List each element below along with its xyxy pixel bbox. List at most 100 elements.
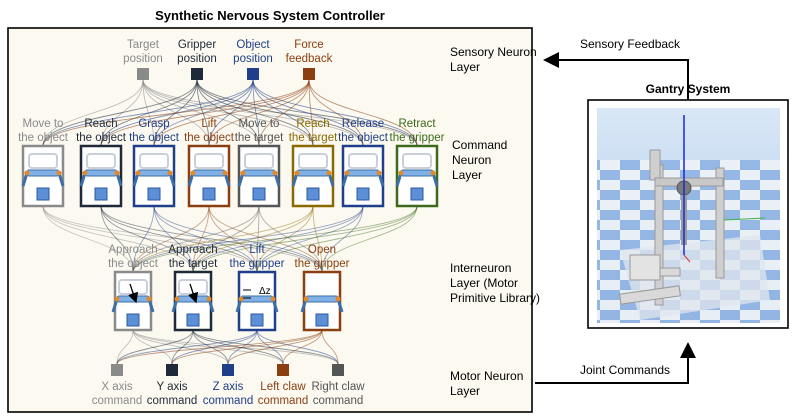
interneuron-label-2-line2: the target	[169, 258, 218, 270]
connection-45	[132, 205, 210, 273]
command-label-3-line1: Grasp	[138, 118, 169, 130]
connection-62	[192, 205, 418, 273]
connection-48	[208, 205, 323, 273]
command-neuron-8: Retract the gripper	[390, 118, 445, 208]
connection-64	[321, 205, 418, 273]
connection-75	[116, 329, 258, 365]
connection-74	[192, 329, 339, 365]
connection-59	[256, 205, 364, 273]
sensory-feedback-arrow	[543, 52, 689, 100]
connection-13	[196, 79, 260, 147]
delta-z-label: Δz	[259, 286, 271, 297]
connection-53	[132, 205, 314, 273]
interneuron-gripper-icon-4	[300, 295, 344, 327]
connection-14	[196, 79, 314, 147]
sensory-neuron-layer: TargetpositionGripperpositionObjectposit…	[123, 39, 333, 80]
connection-38	[100, 205, 194, 273]
sensory-node-4	[303, 68, 315, 80]
command-gripper-icon-6	[291, 153, 335, 201]
layer-sensory-line1: Sensory Neuron	[450, 45, 537, 59]
gantry-render	[597, 108, 780, 323]
connection-40	[100, 205, 323, 273]
sensory-label-1-line1: Target	[127, 39, 160, 51]
command-gripper-icon-2	[79, 153, 123, 201]
connection-69	[132, 329, 339, 365]
connection-35	[42, 205, 258, 273]
motor-label-4-line2: command	[258, 395, 309, 407]
command-label-8-line2: the gripper	[390, 132, 445, 144]
connection-15	[196, 79, 364, 147]
connection-21	[252, 79, 260, 147]
interneuron-label-4-line2: the gripper	[295, 258, 350, 270]
sensory-neuron-1: Target position	[123, 39, 163, 80]
command-label-2-line2: the object	[76, 132, 127, 144]
connection-72	[192, 329, 229, 365]
sensory-node-3	[247, 68, 259, 80]
layer-command-line3: Layer	[452, 168, 482, 182]
layer-motor-line2: Layer	[450, 384, 480, 398]
connection-83	[282, 329, 323, 365]
layer-label-sensory: Sensory Neuron Layer	[450, 45, 537, 74]
controller-title: Synthetic Nervous System Controller	[155, 8, 385, 23]
command-gripper-icon-3	[132, 153, 176, 201]
connection-28	[208, 79, 310, 147]
connection-5	[142, 79, 260, 147]
connection-57	[132, 205, 364, 273]
connection-curves	[42, 79, 418, 365]
motor-label-3-line2: command	[203, 395, 254, 407]
command-label-7-line1: Release	[342, 118, 384, 130]
command-label-5-line1: Move to	[239, 118, 280, 130]
connection-68	[132, 329, 284, 365]
layer-inter-line1: Interneuron	[450, 261, 511, 275]
connection-60	[321, 205, 364, 273]
connection-49	[132, 205, 260, 273]
connection-26	[100, 79, 310, 147]
connection-44	[153, 205, 323, 273]
command-label-6-line1: Reach	[296, 118, 329, 130]
motor-label-1-line1: X axis	[101, 381, 133, 393]
connection-22	[252, 79, 314, 147]
sensory-label-4-line1: Force	[294, 39, 323, 51]
interneuron-gripper-icon-2	[171, 279, 215, 327]
connection-84	[321, 329, 339, 365]
connection-73	[192, 329, 284, 365]
connection-46	[192, 205, 210, 273]
interneuron-label-2-line1: Approach	[168, 244, 217, 256]
connection-37	[100, 205, 134, 273]
motor-label-2-line1: Y axis	[156, 381, 187, 393]
connection-80	[116, 329, 323, 365]
motor-node-2	[166, 364, 178, 376]
connection-70	[116, 329, 194, 365]
connection-24	[252, 79, 418, 147]
connection-63	[256, 205, 418, 273]
connection-56	[312, 205, 323, 273]
sensory-node-2	[191, 68, 203, 80]
sensory-label-1-line2: position	[123, 53, 163, 65]
command-label-8-line1: Retract	[398, 118, 436, 130]
motor-node-5	[332, 364, 344, 376]
sensory-label-2-line2: position	[177, 53, 217, 65]
motor-label-3-line1: Z axis	[213, 381, 244, 393]
interneuron-label-3-line2: the gripper	[230, 258, 285, 270]
interneuron-gripper-icon-3	[235, 295, 279, 327]
command-label-4-line1: Lift	[201, 118, 217, 130]
motor-neuron-3: Z axis command	[203, 364, 254, 407]
motor-label-2-line2: command	[147, 395, 198, 407]
command-gripper-icon-8	[395, 153, 439, 201]
command-label-2-line1: Reach	[84, 118, 117, 130]
connection-52	[258, 205, 323, 273]
connection-36	[42, 205, 323, 273]
